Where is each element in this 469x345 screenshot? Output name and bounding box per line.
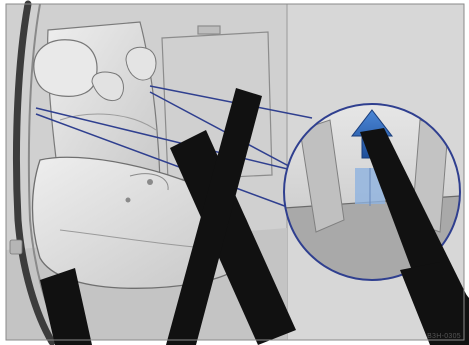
figure-reference-code: B3H-0305 bbox=[427, 333, 461, 340]
